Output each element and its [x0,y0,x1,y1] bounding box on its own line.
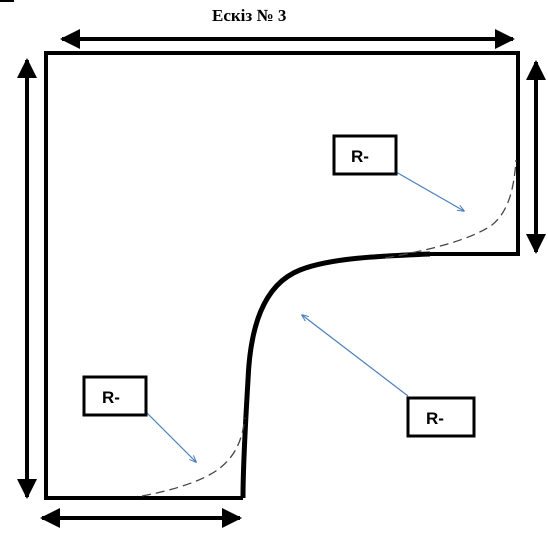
inner-radius-curve [240,251,431,499]
radius-label-box [332,134,398,176]
leader-arrow-right [302,315,409,397]
radius-label-box [82,375,148,417]
radius-label-right: R- [406,396,476,438]
leader-arrow-top [395,171,464,211]
leader-arrow-left [145,411,196,462]
corner-mark [0,0,14,2]
radius-label-top: R- [332,134,398,176]
radius-label-text: R- [426,409,444,428]
dashed-guide-lower [141,417,246,497]
radius-label-left: R- [82,375,148,417]
shape-outline [44,51,520,500]
sketch-title: Ескіз № 3 [212,6,286,25]
radius-label-box [406,396,476,438]
radius-label-text: R- [102,388,120,407]
dashed-guide-upper [384,159,517,259]
radius-label-text: R- [351,147,369,166]
